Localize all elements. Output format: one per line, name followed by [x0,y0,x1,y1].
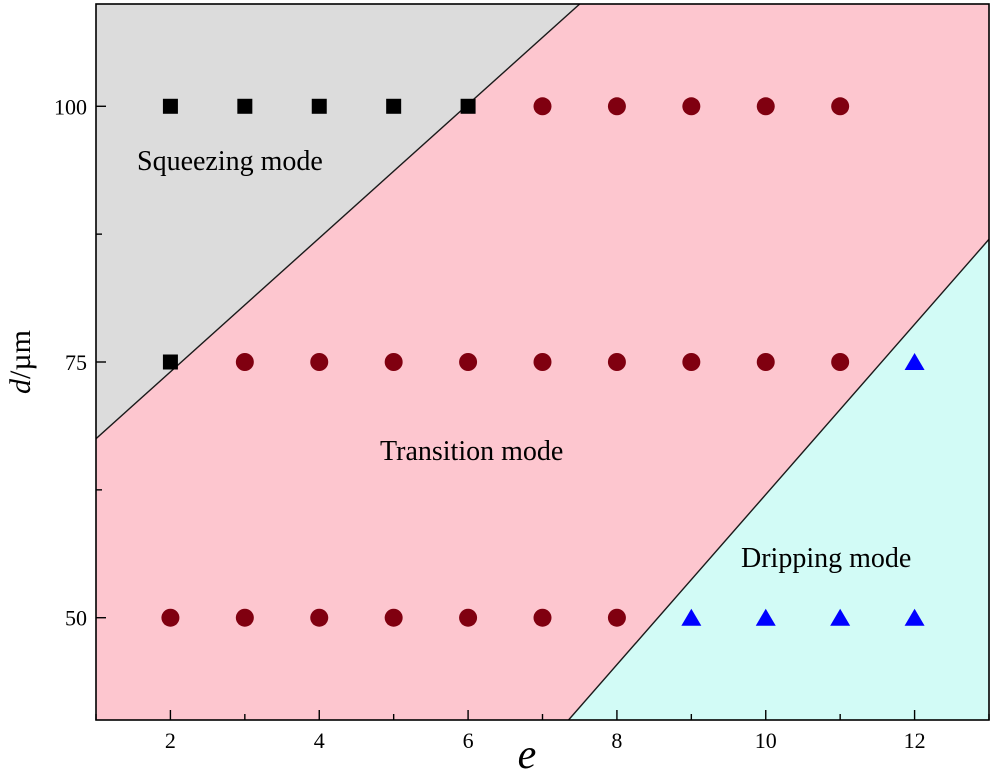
circle-marker [533,608,552,627]
circle-marker [533,353,552,371]
region-label-squeezing: Squeezing mode [137,146,323,177]
x-tick-label: 12 [904,728,926,753]
circle-marker [607,97,626,116]
y-axis-symbol: d [4,378,37,394]
x-tick-label: 4 [314,728,325,753]
circle-marker [607,608,626,627]
y-tick-label: 100 [54,94,87,119]
circle-marker [459,608,478,627]
circle-marker [235,608,254,627]
y-tick-label: 75 [65,350,87,375]
circle-marker [831,353,850,371]
region-label-transition: Transition mode [380,436,563,467]
circle-marker [235,353,254,371]
y-axis-label: d/µm [4,330,37,394]
circle-marker [161,608,180,627]
square-marker [237,98,253,114]
x-tick-label: 6 [463,728,474,753]
circle-marker [682,97,701,116]
triangle-marker [681,608,702,626]
region-label-dripping: Dripping mode [741,543,911,574]
square-marker [460,98,476,114]
square-marker [162,98,178,114]
circle-marker [310,608,329,627]
triangle-marker [904,608,925,626]
triangle-marker [755,608,776,626]
x-tick-label: 10 [755,728,777,753]
circle-marker [384,608,403,627]
circle-marker [831,97,850,116]
x-axis-label: e [518,732,537,773]
circle-marker [756,353,775,371]
square-marker [162,354,178,370]
triangle-marker [904,353,925,370]
circle-marker [682,353,701,371]
circle-marker [756,97,775,116]
boundary-line-2 [568,238,989,720]
triangle-marker [830,608,851,626]
x-tick-label: 8 [611,728,622,753]
square-marker [311,98,327,114]
circle-marker [310,353,329,371]
square-marker [386,98,402,114]
circle-marker [459,353,478,371]
circle-marker [607,353,626,371]
circle-marker [533,97,552,116]
circle-marker [384,353,403,371]
y-axis-unit: /µm [4,330,37,379]
y-tick-label: 50 [65,606,87,631]
x-tick-label: 2 [165,728,176,753]
